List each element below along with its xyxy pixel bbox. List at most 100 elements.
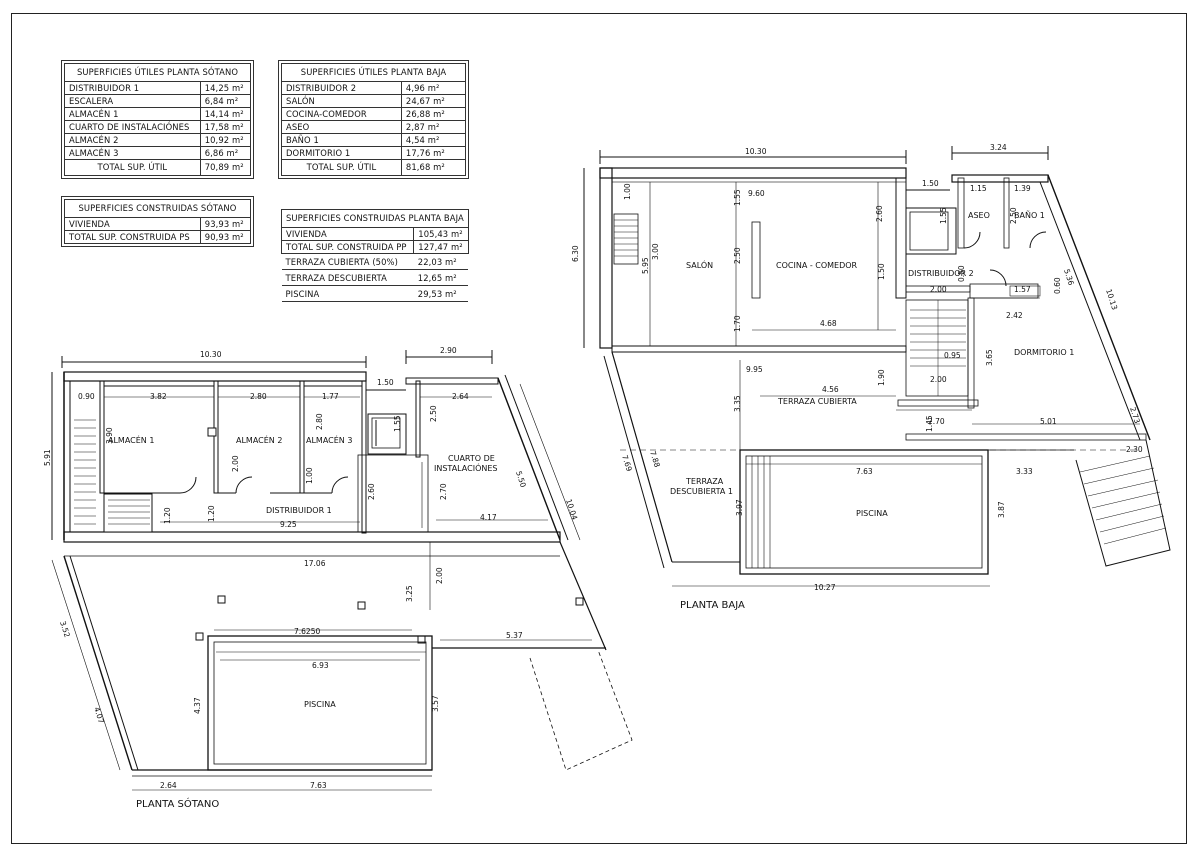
svg-text:2.90: 2.90 bbox=[440, 346, 457, 355]
svg-text:3.82: 3.82 bbox=[150, 392, 167, 401]
svg-text:1.39: 1.39 bbox=[1014, 184, 1031, 193]
room-label: DESCUBIERTA 1 bbox=[670, 487, 733, 496]
svg-text:4.68: 4.68 bbox=[820, 319, 837, 328]
svg-text:3.24: 3.24 bbox=[990, 143, 1007, 152]
svg-text:3.35: 3.35 bbox=[733, 395, 742, 412]
svg-text:5.01: 5.01 bbox=[1040, 417, 1057, 426]
svg-text:3.33: 3.33 bbox=[1016, 467, 1033, 476]
room-label: ALMACÉN 1 bbox=[108, 434, 154, 445]
svg-text:1.20: 1.20 bbox=[163, 507, 172, 524]
drawing-frame bbox=[11, 13, 1187, 844]
svg-text:9.60: 9.60 bbox=[748, 189, 765, 198]
svg-text:0.95: 0.95 bbox=[944, 351, 961, 360]
svg-text:7.63: 7.63 bbox=[856, 467, 873, 476]
svg-text:2.50: 2.50 bbox=[1009, 207, 1018, 224]
svg-text:4.17: 4.17 bbox=[480, 513, 497, 522]
svg-text:3.87: 3.87 bbox=[997, 501, 1006, 518]
svg-text:5.95: 5.95 bbox=[641, 257, 650, 274]
svg-text:2.60: 2.60 bbox=[367, 483, 376, 500]
plan-title: PLANTA SÓTANO bbox=[136, 797, 219, 810]
svg-text:5.37: 5.37 bbox=[506, 631, 523, 640]
svg-text:1.70: 1.70 bbox=[733, 315, 742, 332]
svg-text:5.36: 5.36 bbox=[1062, 268, 1076, 287]
svg-text:7.6250: 7.6250 bbox=[294, 627, 320, 636]
svg-text:7.69: 7.69 bbox=[620, 454, 634, 473]
svg-text:2.70: 2.70 bbox=[439, 483, 448, 500]
svg-text:3.65: 3.65 bbox=[985, 349, 994, 366]
svg-text:0.50: 0.50 bbox=[957, 265, 966, 282]
table-sotano-utiles: SUPERFICIES ÚTILES PLANTA SÓTANO DISTRIB… bbox=[61, 60, 254, 179]
svg-text:10.30: 10.30 bbox=[200, 350, 222, 359]
svg-text:3.97: 3.97 bbox=[735, 499, 744, 516]
svg-text:2.30: 2.30 bbox=[1126, 445, 1143, 454]
svg-text:3.90: 3.90 bbox=[105, 427, 114, 444]
svg-text:2.00: 2.00 bbox=[231, 455, 240, 472]
room-label: TERRAZA bbox=[685, 477, 724, 486]
svg-text:5.50: 5.50 bbox=[514, 470, 528, 489]
room-label: PISCINA bbox=[304, 700, 336, 709]
svg-text:1.57: 1.57 bbox=[1014, 285, 1031, 294]
svg-text:2.64: 2.64 bbox=[452, 392, 469, 401]
svg-text:2.50: 2.50 bbox=[733, 247, 742, 264]
plan-baja bbox=[583, 146, 1171, 587]
room-label: DORMITORIO 1 bbox=[1014, 348, 1074, 357]
svg-text:1.77: 1.77 bbox=[322, 392, 339, 401]
baja-labels: SALÓN COCINA - COMEDOR ASEO BAÑO 1 DISTR… bbox=[571, 143, 1143, 611]
svg-text:3.25: 3.25 bbox=[405, 585, 414, 602]
table-baja-utiles: SUPERFICIES ÚTILES PLANTA BAJA DISTRIBUI… bbox=[278, 60, 469, 179]
svg-text:9.25: 9.25 bbox=[280, 520, 297, 529]
room-label: ALMACÉN 2 bbox=[236, 434, 282, 445]
svg-text:2.80: 2.80 bbox=[250, 392, 267, 401]
svg-text:4.56: 4.56 bbox=[822, 385, 839, 394]
room-label: INSTALACIÓNES bbox=[434, 462, 498, 473]
svg-text:10.27: 10.27 bbox=[814, 583, 836, 592]
table-baja-construidas: SUPERFICIES CONSTRUIDAS PLANTA BAJA VIVI… bbox=[280, 209, 469, 302]
svg-text:5.91: 5.91 bbox=[43, 449, 52, 466]
svg-text:10.30: 10.30 bbox=[745, 147, 767, 156]
room-label: PISCINA bbox=[856, 509, 888, 518]
svg-text:4.07: 4.07 bbox=[92, 706, 106, 725]
room-label: CUARTO DE bbox=[448, 454, 495, 463]
svg-text:1.15: 1.15 bbox=[970, 184, 987, 193]
room-label: ASEO bbox=[968, 211, 990, 220]
svg-text:2.00: 2.00 bbox=[930, 375, 947, 384]
svg-text:0.90: 0.90 bbox=[78, 392, 95, 401]
svg-text:1.00: 1.00 bbox=[305, 467, 314, 484]
svg-text:7.63: 7.63 bbox=[310, 781, 327, 790]
svg-text:10.13: 10.13 bbox=[1104, 288, 1119, 311]
table-row: TERRAZA CUBIERTA (50%)22,03 m² bbox=[281, 253, 469, 270]
svg-text:1.50: 1.50 bbox=[377, 378, 394, 387]
svg-text:0.60: 0.60 bbox=[1053, 277, 1062, 294]
svg-text:17.06: 17.06 bbox=[304, 559, 326, 568]
plan-title: PLANTA BAJA bbox=[680, 600, 745, 611]
svg-text:2.80: 2.80 bbox=[315, 413, 324, 430]
svg-text:2.42: 2.42 bbox=[1006, 311, 1023, 320]
svg-text:3.57: 3.57 bbox=[431, 695, 440, 712]
svg-text:1.00: 1.00 bbox=[623, 183, 632, 200]
svg-text:2.00: 2.00 bbox=[930, 285, 947, 294]
svg-text:2.60: 2.60 bbox=[875, 205, 884, 222]
svg-text:3.52: 3.52 bbox=[58, 620, 72, 639]
svg-text:1.55: 1.55 bbox=[939, 207, 948, 224]
room-label: DISTRIBUIDOR 1 bbox=[266, 506, 332, 515]
svg-text:1.45: 1.45 bbox=[925, 415, 934, 432]
room-label: TERRAZA CUBIERTA bbox=[777, 397, 857, 406]
room-label: ALMACÉN 3 bbox=[306, 434, 352, 445]
svg-text:3.00: 3.00 bbox=[651, 243, 660, 260]
svg-text:2.00: 2.00 bbox=[435, 567, 444, 584]
room-label: BAÑO 1 bbox=[1014, 210, 1045, 220]
svg-text:9.95: 9.95 bbox=[746, 365, 763, 374]
